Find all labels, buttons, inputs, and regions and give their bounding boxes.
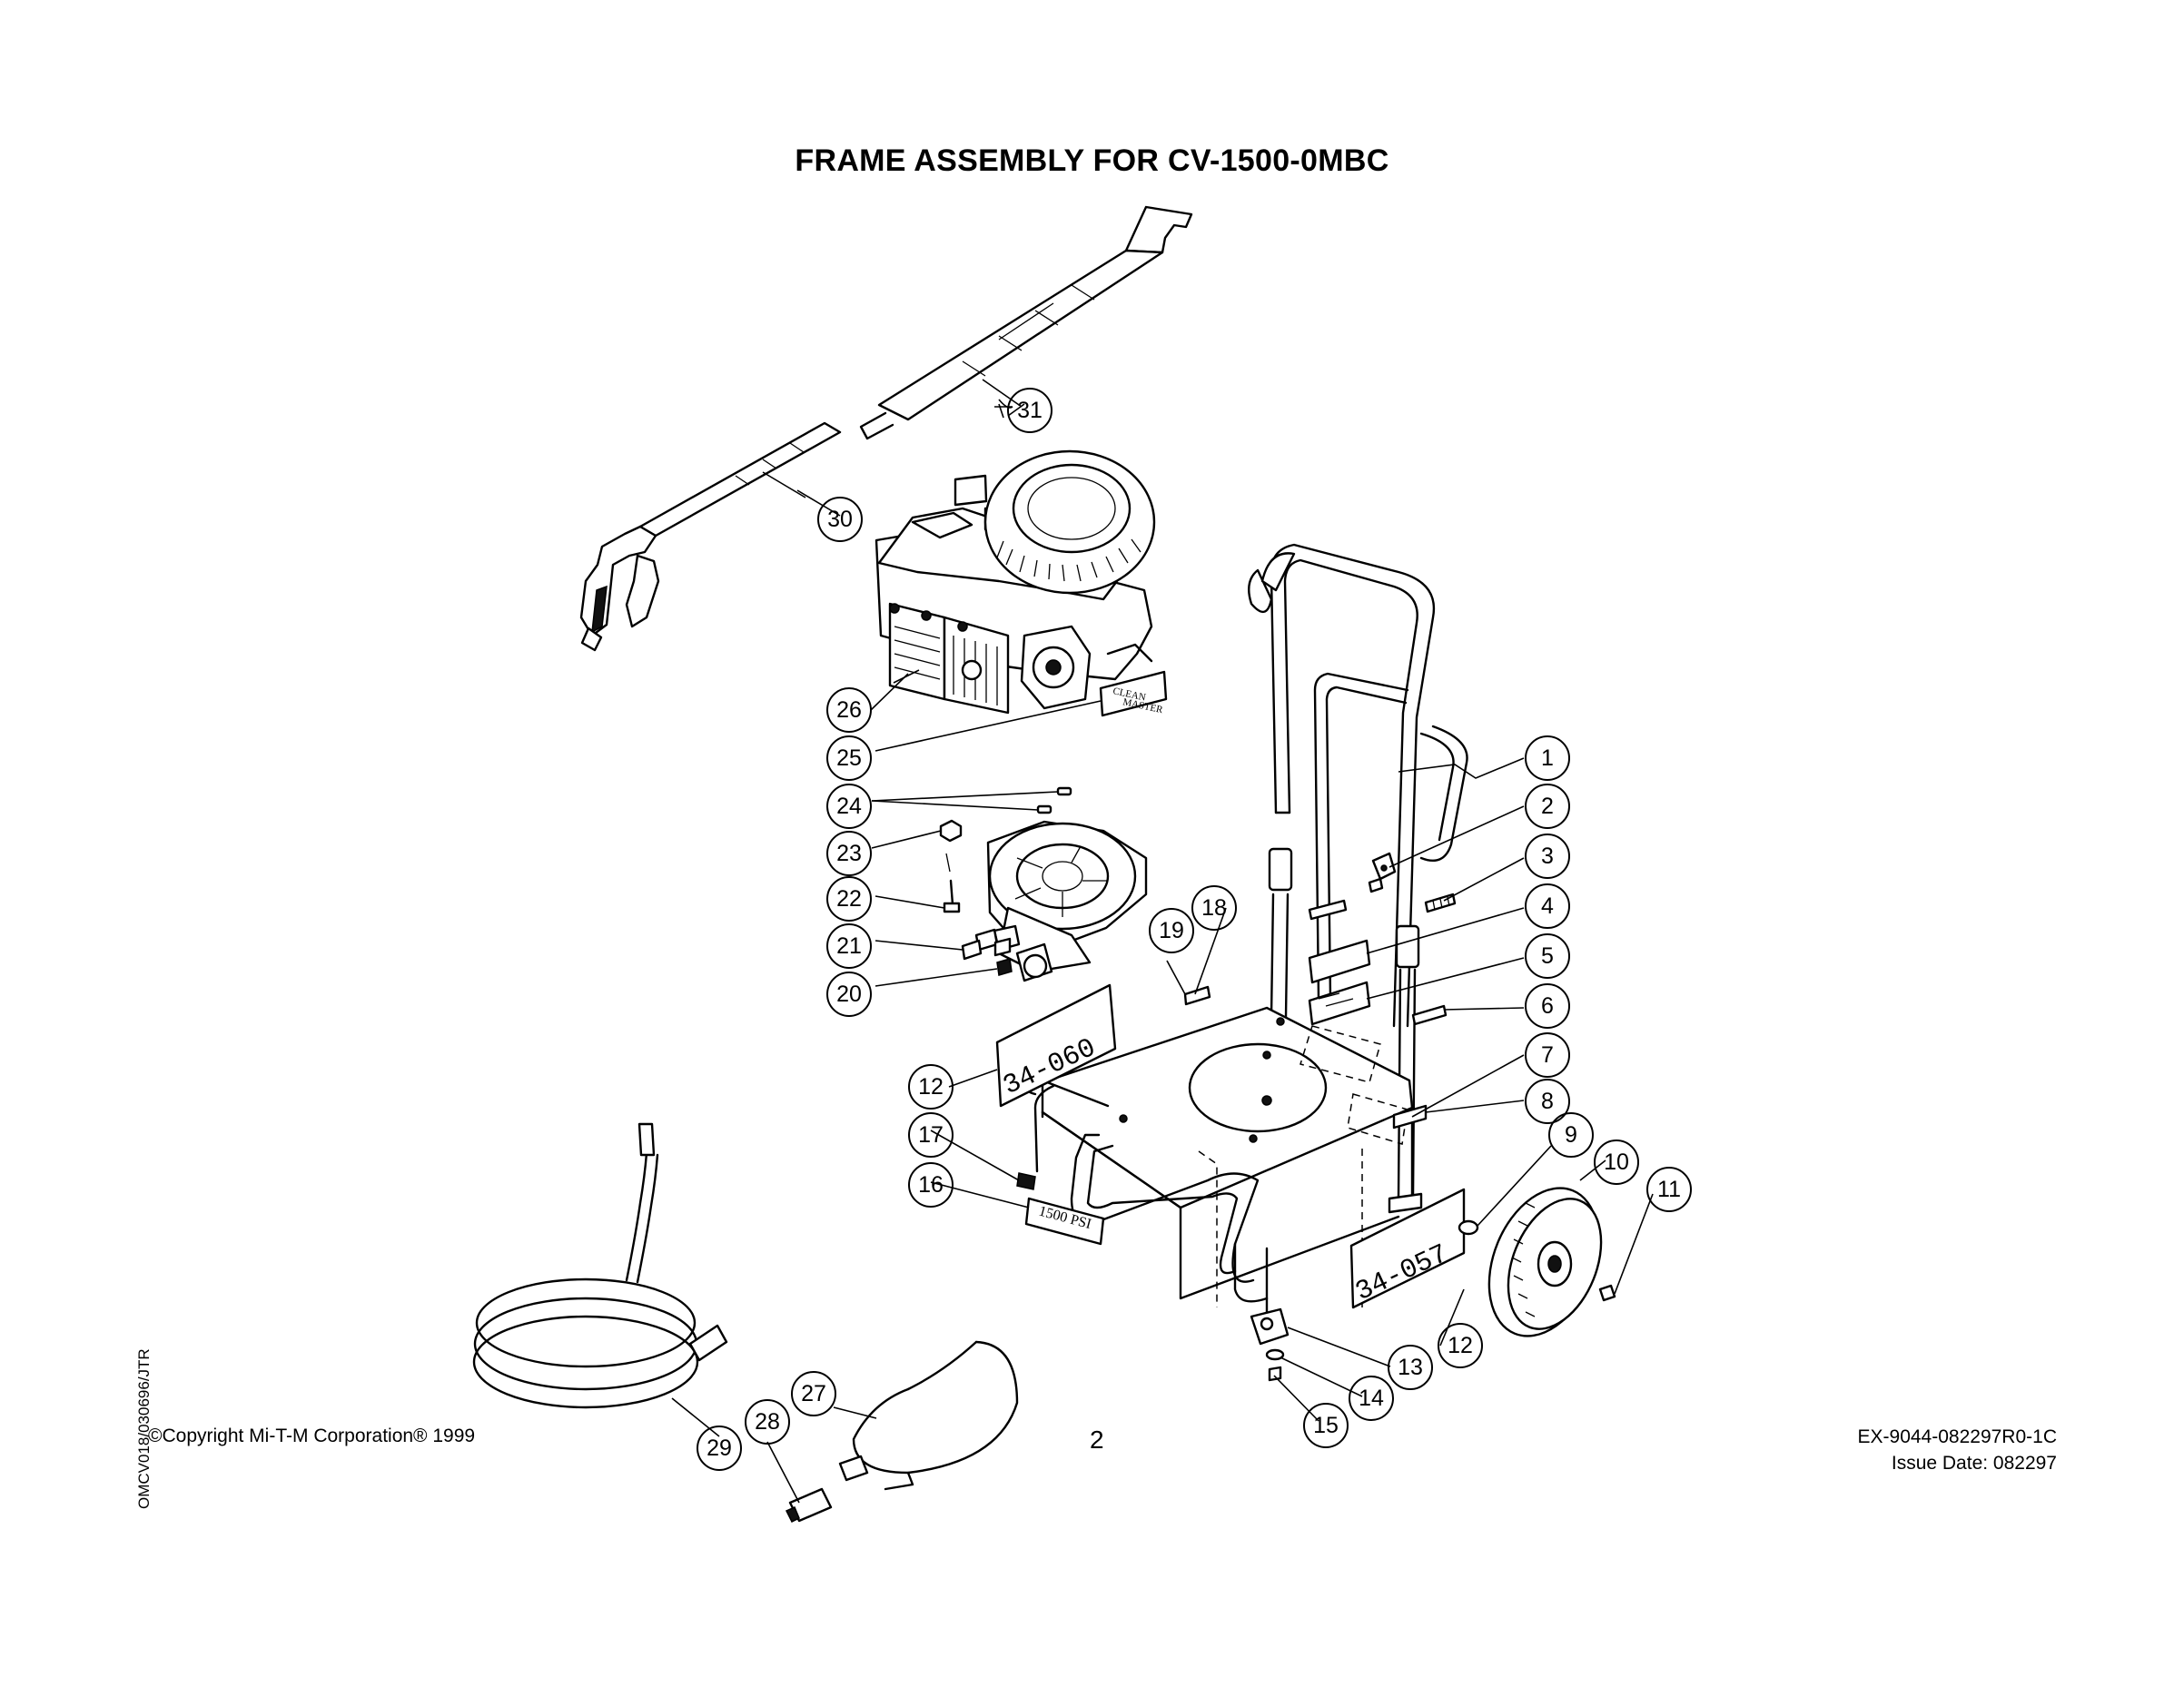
spray-gun-part [579,421,842,652]
svg-text:24: 24 [836,794,862,819]
svg-text:16: 16 [918,1172,944,1198]
fitting-28-part [785,1487,833,1524]
frame-base-part [1026,1006,1423,1318]
callout-8: 8 [1525,1079,1570,1124]
svg-text:26: 26 [836,697,862,723]
svg-text:12: 12 [918,1074,944,1100]
high-pressure-hose-part [472,1122,728,1409]
callout-10: 10 [1594,1139,1639,1185]
issue-date: Issue Date: 082297 [1891,1453,2057,1474]
callout-14: 14 [1349,1376,1394,1421]
key-parts [1036,786,1072,814]
callout-12a: 12 [908,1064,954,1110]
svg-text:17: 17 [918,1122,944,1148]
callout-9: 9 [1548,1112,1594,1158]
svg-text:7: 7 [1541,1042,1554,1068]
callout-22: 22 [826,876,872,922]
svg-text:13: 13 [1398,1355,1423,1380]
svg-text:12: 12 [1448,1333,1473,1358]
psi-decal-part: 1500 PSI [1016,1172,1105,1246]
callout-27: 27 [791,1371,836,1416]
wheel-part [1458,1187,1616,1337]
foot-part [1250,1307,1290,1382]
chemical-hose-part [838,1340,1019,1491]
pump-part [961,820,1148,982]
svg-text:10: 10 [1604,1149,1629,1175]
callout-3: 3 [1525,834,1570,879]
callout-11: 11 [1646,1167,1692,1212]
callout-19: 19 [1149,908,1194,953]
callout-5: 5 [1525,933,1570,979]
svg-text:9: 9 [1565,1122,1577,1148]
engine-decal-part: CLEAN MASTER [1099,670,1168,717]
callout-13: 13 [1388,1345,1433,1390]
svg-text:19: 19 [1159,918,1184,943]
svg-text:23: 23 [836,841,862,866]
callout-15: 15 [1303,1403,1349,1448]
fasteners-left [939,819,963,913]
callout-21: 21 [826,923,872,969]
svg-text:28: 28 [755,1409,780,1435]
svg-text:2: 2 [1541,794,1554,819]
svg-text:31: 31 [1017,398,1043,423]
callout-6: 6 [1525,983,1570,1029]
callout-1: 1 [1525,735,1570,781]
frame-handle-part [1248,543,1468,1028]
svg-text:11: 11 [1657,1177,1681,1202]
svg-text:29: 29 [707,1435,732,1461]
engine-part [875,449,1156,715]
callout-28: 28 [745,1399,790,1445]
wand-part [859,205,1193,440]
copyright: ©Copyright Mi-T-M Corporation® 1999 [148,1426,476,1446]
svg-text:22: 22 [836,886,862,912]
svg-text:27: 27 [801,1381,826,1406]
doc-number: EX-9044-082297R0-1C [1857,1426,2057,1447]
callouts: 1 2 3 4 5 6 7 8 9 10 11 12 12 13 14 15 1… [697,388,1692,1471]
callout-12b: 12 [1438,1323,1483,1368]
svg-text:20: 20 [836,982,862,1007]
svg-text:5: 5 [1541,943,1554,969]
svg-text:18: 18 [1201,895,1227,921]
svg-text:4: 4 [1541,893,1554,919]
callout-18: 18 [1191,885,1237,931]
side-code: OMCV018/030696/JTR [135,1348,153,1509]
svg-text:6: 6 [1541,993,1554,1019]
page-number: 2 [1090,1426,1104,1454]
callout-2: 2 [1525,784,1570,829]
callout-4: 4 [1525,883,1570,929]
svg-text:15: 15 [1313,1413,1339,1438]
leader-lines [671,379,1654,1504]
document-info: EX-9044-082297R0-1C Issue Date: 082297 [1858,1424,2057,1476]
callout-24: 24 [826,784,872,829]
callout-31: 31 [1007,388,1052,433]
callout-26: 26 [826,687,872,733]
callout-17: 17 [908,1112,954,1158]
callout-20: 20 [826,972,872,1017]
page-title: FRAME ASSEMBLY FOR CV-1500-0MBC [795,143,1389,178]
callout-23: 23 [826,831,872,876]
svg-text:25: 25 [836,745,862,771]
svg-text:8: 8 [1541,1089,1554,1114]
callout-7: 7 [1525,1032,1570,1078]
svg-text:30: 30 [827,507,853,532]
callout-25: 25 [826,735,872,781]
small-decals [1183,877,1448,1130]
svg-text:14: 14 [1359,1386,1384,1411]
handle-clip-part [1371,852,1457,913]
svg-text:3: 3 [1541,844,1554,869]
callout-30: 30 [817,497,863,542]
svg-text:1: 1 [1541,745,1554,771]
svg-text:21: 21 [836,933,862,959]
callout-16: 16 [908,1162,954,1208]
callout-29: 29 [697,1426,742,1471]
